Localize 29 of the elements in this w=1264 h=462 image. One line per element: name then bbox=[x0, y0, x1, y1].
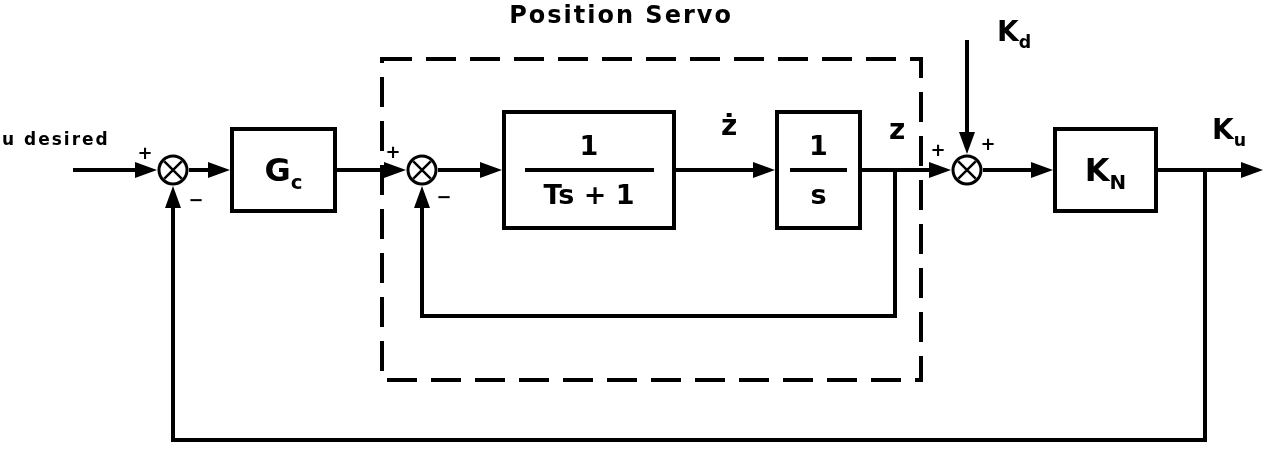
sign-label: + bbox=[980, 135, 996, 153]
transfer-function-block bbox=[1053, 127, 1158, 213]
transfer-function-block bbox=[775, 110, 862, 230]
signal-label: K$_{u}$ bbox=[1212, 116, 1247, 144]
sign-label: + bbox=[385, 143, 401, 161]
sign-label: + bbox=[137, 144, 153, 162]
signal-label: u desired bbox=[2, 131, 110, 148]
arrow bbox=[438, 162, 502, 178]
arrow bbox=[959, 40, 975, 154]
summing-junction bbox=[951, 154, 983, 186]
transfer-function-block bbox=[502, 110, 676, 230]
signal-label: K$_{d}$ bbox=[997, 18, 1032, 46]
arrow bbox=[983, 162, 1053, 178]
arrow bbox=[73, 162, 157, 178]
sign-label: − bbox=[436, 188, 452, 206]
summing-junction bbox=[157, 154, 189, 186]
numerator: 1 bbox=[809, 132, 828, 159]
arrow bbox=[337, 162, 406, 178]
arrow bbox=[189, 162, 230, 178]
sign-label: + bbox=[930, 141, 946, 159]
sign-label: − bbox=[188, 191, 204, 209]
transfer-function-block bbox=[230, 127, 337, 213]
summing-junction bbox=[406, 154, 438, 186]
group-title: Position Servo bbox=[509, 3, 733, 27]
arrow bbox=[676, 162, 775, 178]
denominator: Ts + 1 bbox=[543, 181, 635, 208]
numerator: 1 bbox=[579, 132, 599, 159]
denominator: s bbox=[810, 181, 827, 208]
feedback-arrow bbox=[414, 168, 897, 318]
